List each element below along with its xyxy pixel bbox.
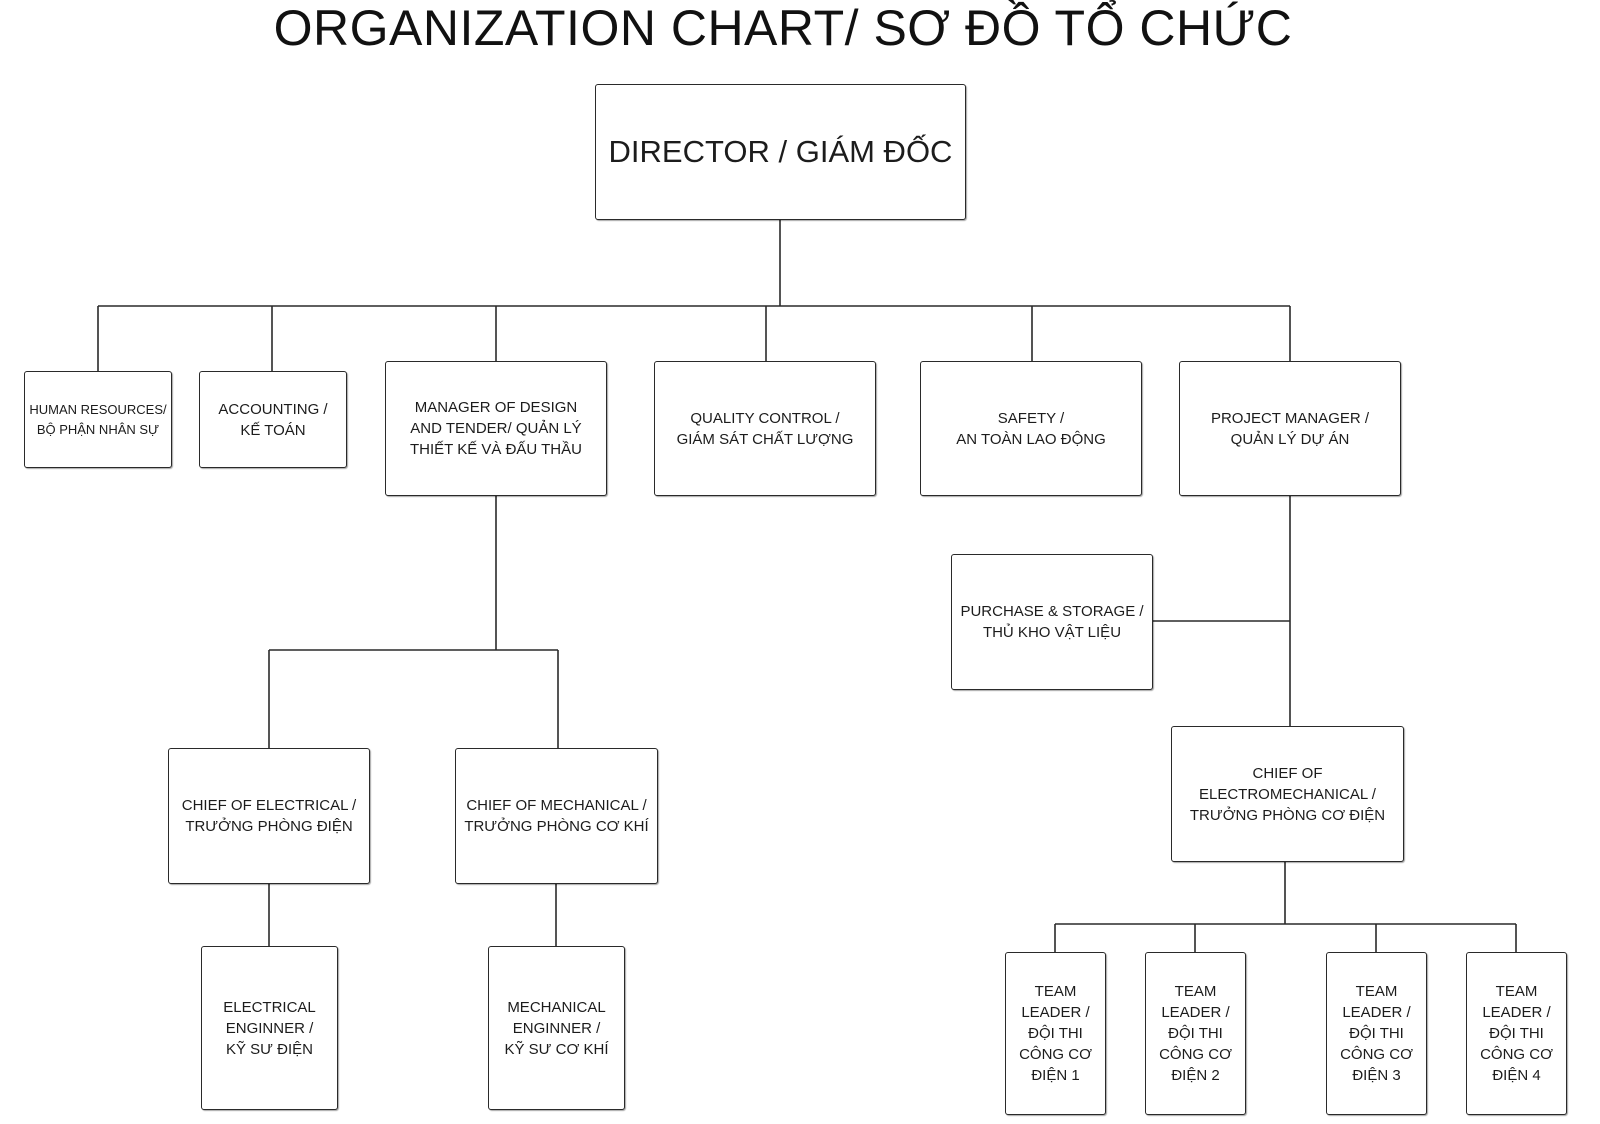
chief-electromechanical-box: CHIEF OF ELECTROMECHANICAL / TRƯỞNG PHÒN… (1171, 726, 1404, 862)
mechanical-engineer-box: MECHANICAL ENGINNER / KỸ SƯ CƠ KHÍ (488, 946, 625, 1110)
electrical-engineer-box: ELECTRICAL ENGINNER / KỸ SƯ ĐIỆN (201, 946, 338, 1110)
team-leader-4-box: TEAM LEADER / ĐỘI THI CÔNG CƠ ĐIỆN 4 (1466, 952, 1567, 1115)
accounting-box: ACCOUNTING / KẾ TOÁN (199, 371, 347, 468)
safety-label: SAFETY / AN TOÀN LAO ĐỘNG (956, 409, 1106, 448)
director-label: DIRECTOR / GIÁM ĐỐC (608, 134, 953, 169)
mechanical-engineer-label: MECHANICAL ENGINNER / KỸ SƯ CƠ KHÍ (504, 998, 609, 1058)
purchase-storage-box: PURCHASE & STORAGE / THỦ KHO VẬT LIỆU (951, 554, 1153, 690)
design-tender-box: MANAGER OF DESIGN AND TENDER/ QUẢN LÝ TH… (385, 361, 607, 496)
team-leader-3-box: TEAM LEADER / ĐỘI THI CÔNG CƠ ĐIỆN 3 (1326, 952, 1427, 1115)
accounting-label: ACCOUNTING / KẾ TOÁN (218, 400, 328, 439)
design-tender-label: MANAGER OF DESIGN AND TENDER/ QUẢN LÝ TH… (410, 399, 582, 458)
chief-mechanical-box: CHIEF OF MECHANICAL / TRƯỞNG PHÒNG CƠ KH… (455, 748, 658, 884)
team-leader-1-label: TEAM LEADER / ĐỘI THI CÔNG CƠ ĐIỆN 1 (1019, 983, 1092, 1084)
team-leader-2-box: TEAM LEADER / ĐỘI THI CÔNG CƠ ĐIỆN 2 (1145, 952, 1246, 1115)
team-leader-4-label: TEAM LEADER / ĐỘI THI CÔNG CƠ ĐIỆN 4 (1480, 983, 1553, 1084)
quality-control-label: QUALITY CONTROL / GIÁM SÁT CHẤT LƯỢNG (676, 409, 854, 448)
project-manager-box: PROJECT MANAGER / QUẢN LÝ DỰ ÁN (1179, 361, 1401, 496)
director-box: DIRECTOR / GIÁM ĐỐC (595, 84, 966, 220)
chart-title: ORGANIZATION CHART/ SƠ ĐỒ TỔ CHỨC (273, 0, 1293, 56)
team-leader-1-box: TEAM LEADER / ĐỘI THI CÔNG CƠ ĐIỆN 1 (1005, 952, 1106, 1115)
purchase-storage-label: PURCHASE & STORAGE / THỦ KHO VẬT LIỆU (960, 603, 1144, 641)
chief-mechanical-label: CHIEF OF MECHANICAL / TRƯỞNG PHÒNG CƠ KH… (464, 797, 649, 835)
human-resources-label: HUMAN RESOURCES/ BỘ PHẬN NHÂN SỰ (29, 401, 167, 437)
chief-electrical-label: CHIEF OF ELECTRICAL / TRƯỞNG PHÒNG ĐIỆN (181, 797, 357, 835)
human-resources-box: HUMAN RESOURCES/ BỘ PHẬN NHÂN SỰ (24, 371, 172, 468)
electrical-engineer-label: ELECTRICAL ENGINNER / KỸ SƯ ĐIỆN (223, 998, 316, 1058)
quality-control-box: QUALITY CONTROL / GIÁM SÁT CHẤT LƯỢNG (654, 361, 876, 496)
safety-box: SAFETY / AN TOÀN LAO ĐỘNG (920, 361, 1142, 496)
chief-electromechanical-label: CHIEF OF ELECTROMECHANICAL / TRƯỞNG PHÒN… (1189, 764, 1386, 824)
chief-electrical-box: CHIEF OF ELECTRICAL / TRƯỞNG PHÒNG ĐIỆN (168, 748, 370, 884)
team-leader-3-label: TEAM LEADER / ĐỘI THI CÔNG CƠ ĐIỆN 3 (1340, 983, 1413, 1084)
project-manager-label: PROJECT MANAGER / QUẢN LÝ DỰ ÁN (1210, 409, 1370, 448)
team-leader-2-label: TEAM LEADER / ĐỘI THI CÔNG CƠ ĐIỆN 2 (1159, 983, 1232, 1084)
